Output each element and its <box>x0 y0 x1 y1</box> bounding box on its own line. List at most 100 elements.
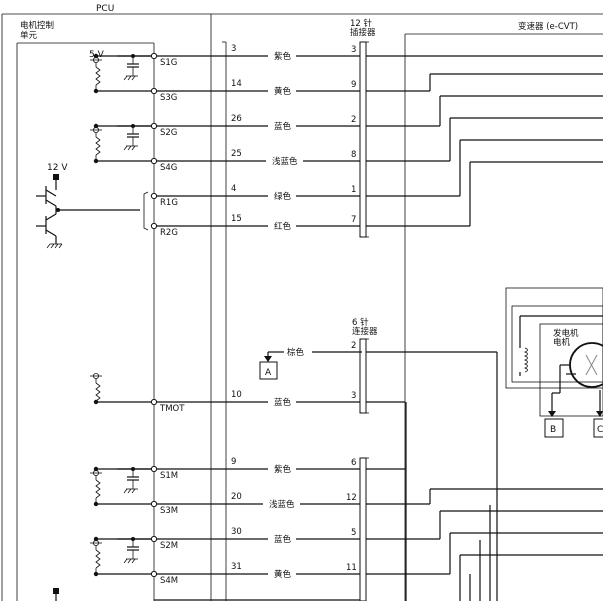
wire-color-label: 黄色 <box>274 86 292 97</box>
signal-label: S3G <box>160 93 177 103</box>
generator-block <box>505 287 603 438</box>
connector-pin-number: 2 <box>351 115 356 125</box>
wire-color-label: 浅蓝色 <box>269 499 295 510</box>
motor-control-unit-label-1: 电机控制 <box>20 20 54 31</box>
pin-number: 4 <box>231 184 236 194</box>
wire-color-label: 蓝色 <box>274 397 292 408</box>
wire-color-label: 蓝色 <box>274 121 292 132</box>
connector6-label-1: 6 针 <box>352 317 369 328</box>
connector-pin-number: 3 <box>351 391 356 401</box>
connector-pin-number: 7 <box>351 215 356 225</box>
wire-color-label: 红色 <box>274 221 292 232</box>
pullup-resistor <box>90 372 102 402</box>
signal-label: S4G <box>160 163 177 173</box>
signal-row: R1G 4 绿色 1 <box>150 184 460 208</box>
signal-label: R2G <box>160 228 178 238</box>
wire-color-label: 浅蓝色 <box>272 156 298 167</box>
signal-row: 棕色 2 <box>287 341 498 601</box>
wire-color-label: 紫色 <box>274 464 292 475</box>
connector6-label-2: 连接器 <box>352 326 378 337</box>
pullup-resistor <box>90 127 102 159</box>
route-wire <box>439 95 603 126</box>
wire-color-label: 紫色 <box>274 51 292 62</box>
signal-label: R1G <box>160 198 178 208</box>
signal-row: S2G 26 蓝色 2 <box>93 114 440 138</box>
connector-pin-number: 1 <box>351 185 356 195</box>
transmission-routing <box>405 73 603 601</box>
generator-label-1: 发电机 <box>553 328 579 339</box>
pin-number: 14 <box>231 79 242 89</box>
route-wire <box>469 161 603 226</box>
connector-pin-number: 6 <box>351 458 356 468</box>
pullup-resistor <box>90 57 102 89</box>
connector-pin-number: 9 <box>351 80 356 90</box>
terminal-dot <box>53 588 59 594</box>
route-wire <box>429 73 603 91</box>
route-wire <box>439 510 603 539</box>
connector12-label-2: 插接器 <box>350 27 376 38</box>
box-c-label: C <box>597 425 603 435</box>
signal-row: S3M 20 浅蓝色 12 <box>93 492 430 516</box>
connector12-body <box>359 41 369 238</box>
box-a-label: A <box>265 368 272 378</box>
ground-capacitor <box>123 539 139 564</box>
signal-rows: S1G3紫色3S3G14黄色9S2G26蓝色2S4G25浅蓝色8R1G4绿色1R… <box>93 44 603 601</box>
route-wire <box>449 532 603 574</box>
signal-row: S1G 3 紫色 3 <box>93 44 603 68</box>
pin-number: 25 <box>231 149 242 159</box>
connector-bottom-body <box>359 457 369 601</box>
signal-row: S3G 14 黄色 9 <box>93 79 430 103</box>
ground-capacitor <box>123 56 139 81</box>
signal-label: S3M <box>160 506 178 516</box>
signal-row: R2G 15 红色 7 <box>150 214 470 238</box>
pin-number: 20 <box>231 492 242 502</box>
signal-label: S2M <box>160 541 178 551</box>
component-symbols <box>53 54 154 601</box>
connector-pin-number: 2 <box>351 341 356 351</box>
pin-number: 15 <box>231 214 242 224</box>
pcu-frame <box>1 13 603 601</box>
signal-row: S2M 30 蓝色 5 <box>93 527 440 551</box>
pin-number: 30 <box>231 527 242 537</box>
connector-pin-number: 11 <box>346 563 357 573</box>
connector-pin-number: 3 <box>351 45 356 55</box>
connector6-body <box>359 338 369 414</box>
pullup-resistor <box>90 469 102 502</box>
pin-number: 3 <box>231 44 236 54</box>
pin-number: 10 <box>231 390 242 400</box>
pcu-title: PCU <box>96 4 114 14</box>
connector-pin-number: 12 <box>346 493 357 503</box>
transistor-driver <box>36 174 149 249</box>
harness-lines <box>222 41 227 601</box>
wire-color-label: 蓝色 <box>274 534 292 545</box>
connector-pin-number: 5 <box>351 528 356 538</box>
connector12-label-1: 12 针 <box>350 18 373 29</box>
transmission-frame <box>404 33 603 601</box>
ground-arrow-a <box>259 351 284 380</box>
route-wire <box>429 488 603 504</box>
ground-capacitor <box>123 126 139 151</box>
signal-label: S4M <box>160 576 178 586</box>
pullup-resistor <box>90 540 102 572</box>
connector-pin-number: 8 <box>351 150 356 160</box>
route-wire <box>449 117 603 161</box>
box-b-label: B <box>550 425 556 435</box>
generator-label-2: 电机 <box>553 337 571 348</box>
signal-label: S2G <box>160 128 177 138</box>
pin-number: 9 <box>231 457 236 467</box>
transmission-label: 变速器 (e-CVT) <box>518 21 578 32</box>
signal-row: S4G 25 浅蓝色 8 <box>93 149 450 173</box>
wire-color-label: 绿色 <box>274 191 292 202</box>
ground-capacitor <box>123 469 139 494</box>
pin-number: 26 <box>231 114 242 124</box>
supply-12v-label: 12 V <box>47 163 68 173</box>
route-wire <box>459 139 603 196</box>
signal-label: S1G <box>160 58 177 68</box>
motor-control-unit-label-2: 单元 <box>20 30 38 41</box>
wire-color-label: 棕色 <box>287 347 305 358</box>
pin-number: 31 <box>231 562 242 572</box>
